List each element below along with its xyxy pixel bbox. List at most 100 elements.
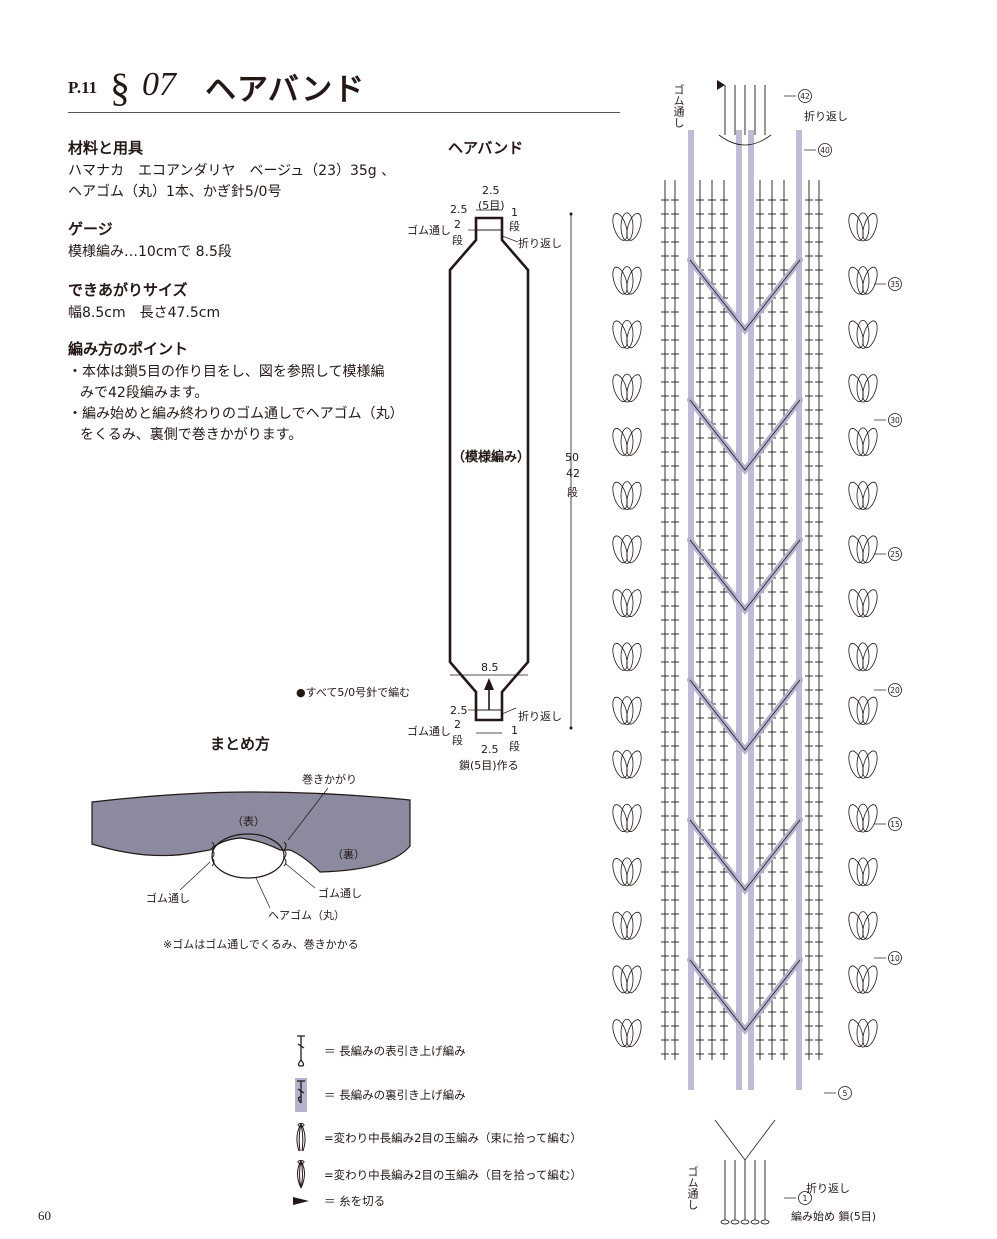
leader-line (285, 863, 316, 889)
puff-cluster (862, 428, 878, 456)
materials-line: ハマナカ エコアンダリヤ ベージュ（23）35g 、 (68, 163, 396, 179)
bottom-tab-rows-label: 2 (454, 718, 461, 731)
puff-cluster (862, 535, 878, 564)
elastic-label: ヘアゴム（丸） (268, 909, 345, 922)
points-item-cont: みで42段編みます。 (80, 385, 209, 401)
puff-cluster (626, 858, 642, 886)
puff-cluster (856, 1018, 870, 1048)
puff-cluster (626, 1019, 642, 1047)
puff-cluster (862, 965, 878, 994)
row-marker (838, 1086, 852, 1100)
puff-cluster (626, 643, 642, 671)
row-marker-label: 15 (890, 820, 900, 829)
headband-shape (91, 791, 411, 873)
chain-stitch (740, 1219, 750, 1225)
puff-cluster (862, 1019, 878, 1047)
cut-yarn-marker (717, 80, 725, 90)
v-motif-outline (689, 259, 801, 331)
highlight-column (748, 130, 754, 1090)
back-side-label: （裏） (332, 848, 365, 861)
puff-cluster (612, 804, 628, 832)
puff-cluster (848, 643, 864, 671)
puff-cluster (862, 750, 878, 779)
top-tab-rows-unit: 段 (452, 234, 463, 247)
v-motif-outline (689, 539, 801, 611)
schematic-outline (448, 216, 530, 722)
puff-cluster (856, 964, 870, 994)
tab-edge (718, 134, 772, 146)
puff-cluster (848, 589, 864, 617)
materials-section: 材料と用具 ハマナカ エコアンダリヤ ベージュ（23）35g 、 ヘアゴム（丸）… (68, 138, 395, 203)
header-divider (68, 112, 620, 113)
puff-cluster (626, 213, 642, 241)
points-section: 編み方のポイント ・本体は鎖5目の作り目をし、図を参照して模様編 みで42段編み… (68, 339, 404, 446)
top-right-rows-unit: 段 (509, 220, 520, 233)
puff-cluster (612, 266, 628, 295)
schematic-diagram (448, 209, 573, 734)
puff-cluster (862, 911, 878, 940)
puff-cluster (856, 803, 870, 833)
puff-cluster (626, 535, 642, 564)
highlight-column (736, 130, 742, 1090)
whip-stitch-right (283, 841, 287, 867)
orikaeshi-label-chart-bottom: 折り返し (806, 1182, 850, 1195)
row-marker (888, 817, 902, 831)
leader-line (255, 877, 271, 909)
materials-heading: 材料と用具 (68, 139, 144, 157)
puff-cluster (620, 696, 634, 726)
top-tab-height-label: 2.5 (450, 203, 468, 216)
start-label: 編み始め 鎖(5目) (791, 1210, 877, 1223)
puff-cluster (848, 750, 864, 779)
puff-cluster (612, 589, 628, 617)
puff-cluster (862, 589, 878, 617)
puff-cluster (848, 374, 864, 402)
row-marker (888, 683, 902, 697)
chain-stitch (760, 1219, 770, 1225)
puff-cluster (626, 750, 642, 779)
row-marker (888, 277, 902, 291)
highlight-column (796, 130, 802, 1090)
puff-cluster (620, 911, 634, 941)
v-motif (687, 537, 803, 615)
puff-cluster (620, 373, 634, 403)
size-section: できあがりサイズ 幅8.5cm 長さ47.5cm (68, 280, 220, 324)
puff-cluster (612, 535, 628, 564)
gomu-label-top: ゴム通し (407, 224, 451, 237)
row-marker-label: 10 (890, 954, 900, 963)
puff-cluster (848, 535, 864, 564)
puff-cluster (626, 696, 642, 725)
page-title: ヘアバンド (205, 72, 366, 108)
schematic-title: ヘアバンド (448, 139, 524, 157)
total-rows-unit: 段 (567, 486, 578, 499)
puff-cluster (856, 642, 870, 672)
puff-cluster (620, 212, 634, 242)
orikaeshi-label-bottom: 折り返し (518, 710, 562, 723)
puff-cluster (620, 803, 634, 833)
puff-cluster (626, 320, 642, 349)
puff-cluster (856, 319, 870, 349)
materials-line: ヘアゴム（丸）1本、かぎ針5/0号 (68, 184, 282, 200)
puff-cluster (612, 1019, 628, 1047)
puff-stitch-icon (292, 1158, 310, 1192)
puff-cluster (612, 481, 628, 510)
leader-line (179, 861, 211, 891)
total-rows-label: 42 (566, 467, 580, 480)
puff-cluster (848, 965, 864, 994)
puff-cluster (856, 911, 870, 941)
top-width-label: 2.5 (482, 184, 500, 197)
top-width-sts-label: (5目) (478, 199, 505, 212)
v-motif (687, 677, 803, 755)
points-item: ・編み始めと編み終わりのゴム通しでヘアゴム（丸） (68, 406, 404, 422)
size-heading: できあがりサイズ (68, 281, 188, 299)
assembly-note: ※ゴムはゴム通しでくるみ、巻きかかる (163, 938, 359, 951)
puff-cluster (862, 696, 878, 725)
legend-item: ＝ 糸を切る (292, 1184, 385, 1218)
bottom-right-rows-label: 1 (511, 724, 518, 737)
puff-bundle-icon (292, 1121, 310, 1155)
puff-cluster (848, 213, 864, 241)
puff-cluster (612, 374, 628, 402)
gomu-label-left: ゴム通し (146, 892, 190, 905)
puff-cluster (620, 964, 634, 994)
puff-cluster (612, 320, 628, 349)
assembly-diagram (91, 787, 411, 909)
